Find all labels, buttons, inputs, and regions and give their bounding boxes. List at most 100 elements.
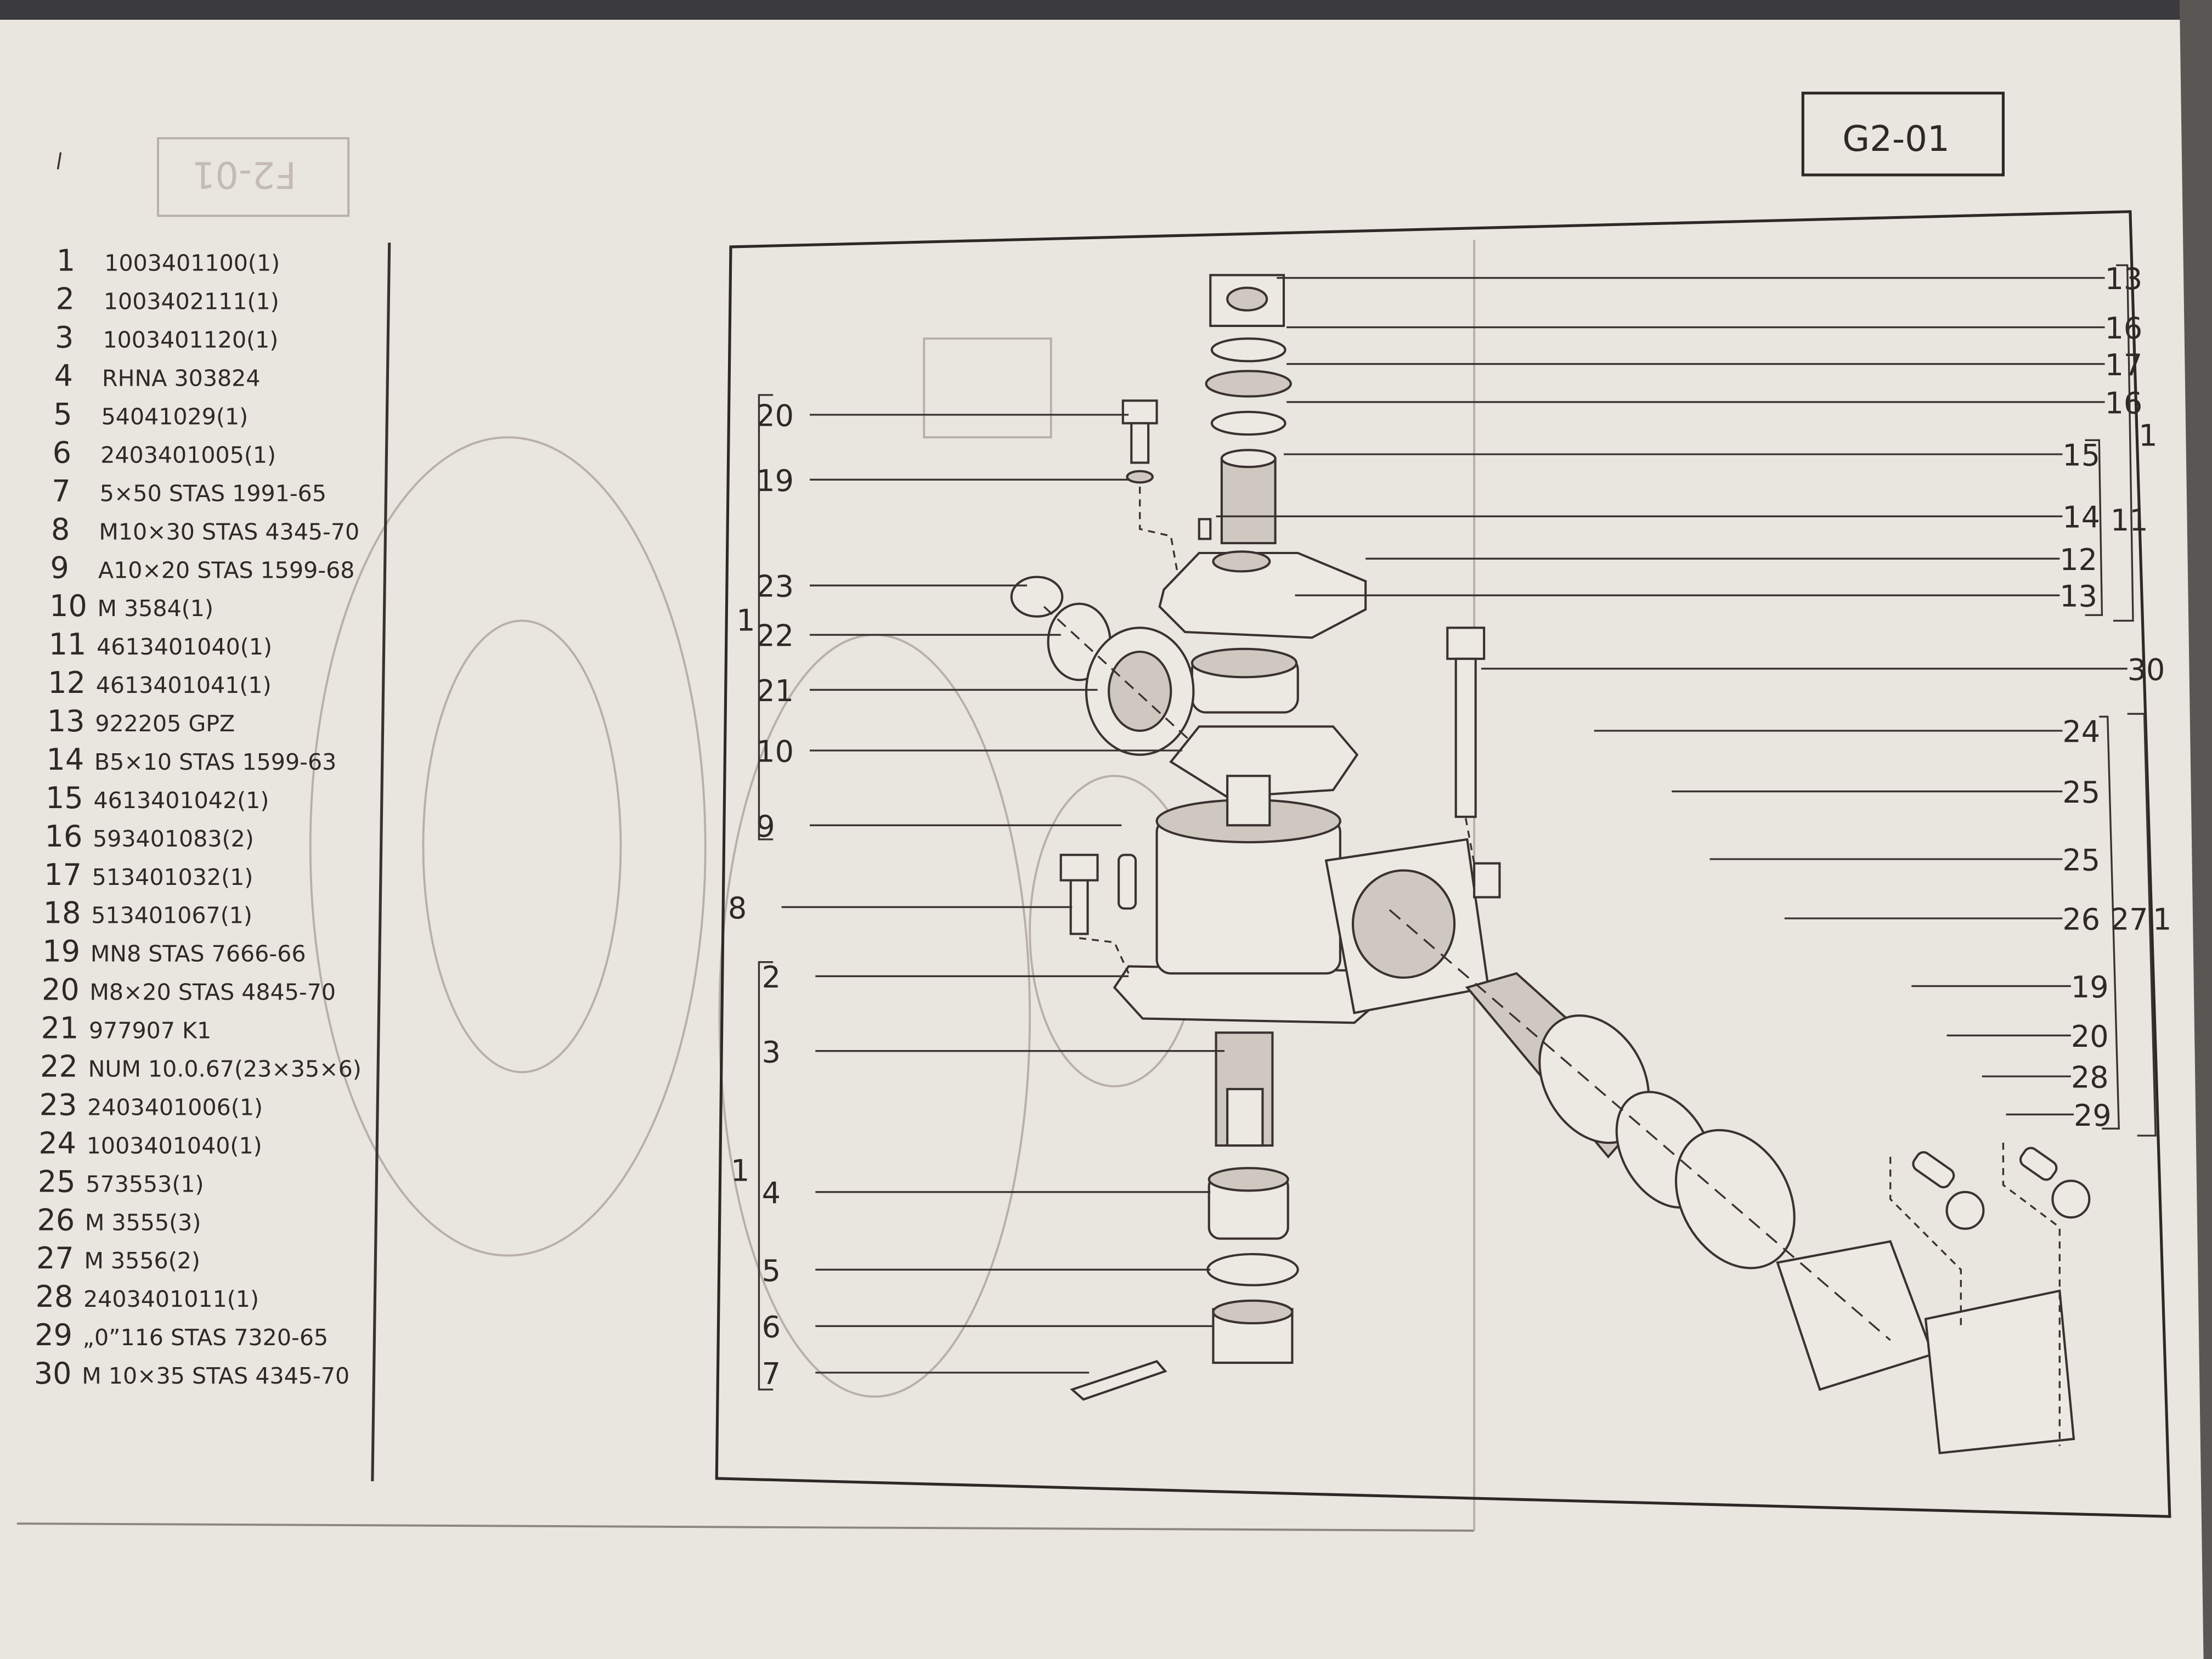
parts-list-row: 8 M10×30 STAS 4345-70: [51, 512, 359, 546]
callout-label: 25: [2062, 843, 2100, 878]
part-reference: RHNA 303824: [102, 365, 260, 392]
part-number: 8: [51, 512, 70, 546]
roller-bearing-21: [1085, 627, 1195, 756]
part-reference: 4613401042(1): [93, 787, 269, 814]
part-reference: 2403401005(1): [100, 442, 276, 468]
callout-right: 20: [1946, 1019, 2109, 1054]
callouts: 2019232221109823456711131617161514121330…: [728, 262, 2172, 1391]
part-number: 15: [46, 781, 83, 815]
callout-label: 2: [762, 960, 781, 995]
cap-23: [1010, 575, 1064, 618]
plug-29: [2019, 1147, 2091, 1219]
washer-5: [1206, 1252, 1299, 1286]
part-reference: 573553(1): [86, 1171, 204, 1197]
part-reference: 2403401006(1): [87, 1094, 263, 1120]
cotter-pin-7: [1070, 1360, 1167, 1401]
part-number: 18: [43, 896, 81, 930]
callout-label: 22: [756, 619, 794, 653]
part-number: 9: [50, 550, 69, 585]
diagram-frame: [715, 210, 2171, 1518]
callout-label: 19: [2071, 970, 2109, 1005]
part-reference: 1003401040(1): [87, 1132, 262, 1159]
callout-label: 26: [2062, 902, 2100, 937]
part-number: 21: [41, 1011, 79, 1046]
callout-label: 8: [728, 891, 747, 926]
part-number: 10: [49, 589, 87, 623]
group-label: 1: [2138, 419, 2157, 453]
callout-label: 3: [762, 1035, 781, 1069]
callout-right: 16: [1286, 311, 2142, 346]
part-reference: M10×30 STAS 4345-70: [99, 518, 359, 545]
tick-mark: [57, 152, 62, 170]
bearing-25-outer: [1674, 1128, 1796, 1269]
callout-label: 30: [2128, 652, 2165, 687]
part-reference: 5×50 STAS 1991-65: [100, 480, 326, 506]
part-number: 5: [53, 397, 72, 431]
group-label: 27: [2111, 902, 2148, 937]
washer-19: [1126, 470, 1154, 484]
bolt-20: [1121, 399, 1158, 425]
callout-left: 21: [756, 674, 1098, 708]
part-reference: 1003402111(1): [104, 289, 279, 315]
callout-label: 25: [2062, 775, 2100, 810]
callout-right: 12: [1365, 543, 2097, 577]
bracket-right-11: [2085, 439, 2103, 616]
callout-right: 29: [2006, 1098, 2112, 1133]
part-reference: 513401032(1): [92, 864, 253, 890]
callout-right: 17: [1286, 348, 2142, 382]
callout-label: 16: [2105, 386, 2143, 420]
part-number: 14: [46, 742, 84, 777]
callout-label: 29: [2074, 1098, 2112, 1133]
callout-label: 23: [756, 569, 794, 604]
group-label: 11: [2111, 503, 2148, 538]
part-number: 20: [42, 973, 80, 1007]
callout-right: 13: [1277, 262, 2142, 296]
callout-right: 30: [1481, 652, 2165, 687]
bracket-left-bottom: [758, 961, 774, 1391]
callout-left: 7: [762, 1357, 1090, 1391]
part-number: 24: [38, 1126, 76, 1160]
callout-label: 7: [762, 1357, 781, 1391]
callout-label: 20: [756, 399, 794, 433]
callout-label: 14: [2062, 500, 2100, 535]
bracket-left-top: [758, 394, 774, 840]
cover-28: [1924, 1289, 2075, 1454]
callout-label: 20: [2071, 1019, 2109, 1054]
part-reference: 54041029(1): [101, 403, 249, 430]
part-number: 4: [54, 359, 73, 393]
bolt-20-side: [1912, 1151, 1985, 1230]
exploded-diagram: [1010, 274, 2091, 1454]
bolt-30: [1446, 627, 1486, 660]
part-reference: M 10×35 STAS 4345-70: [82, 1363, 349, 1389]
part-number: 28: [36, 1279, 74, 1314]
part-reference: M 3555(3): [85, 1209, 201, 1235]
part-number: 19: [42, 934, 80, 969]
callout-label: 16: [2105, 311, 2143, 346]
callout-label: 24: [2062, 715, 2100, 749]
part-number: 3: [55, 320, 74, 355]
parts-list-row: 24 1003401040(1): [38, 1126, 262, 1160]
bracket-right-27: [2099, 715, 2120, 1130]
callout-right: 25: [1672, 775, 2100, 810]
callout-right: 19: [1911, 970, 2109, 1005]
callout-right: 15: [1284, 438, 2100, 473]
callout-label: 19: [756, 464, 794, 498]
threaded-shaft-15: [1220, 449, 1277, 545]
callout-label: 4: [762, 1176, 781, 1210]
